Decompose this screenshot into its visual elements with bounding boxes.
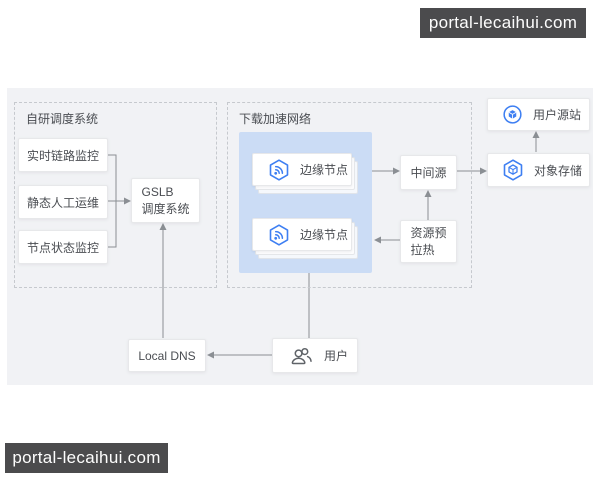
node-label: 边缘节点 [300,163,349,177]
hexagon-signal-icon [269,223,289,246]
node-object-storage: 对象存储 [487,153,590,187]
group-title-download: 下载加速网络 [239,112,312,126]
node-static-manual-ops: 静态人工运维 [18,185,108,219]
group-self-scheduling-system: 自研调度系统 [14,102,217,288]
prewarm-line1: 资源预 [410,225,447,240]
watermark-bar-top: portal-lecaihui.com [420,8,586,38]
watermark-bar-bottom: portal-lecaihui.com [5,443,168,473]
group-title-scheduling: 自研调度系统 [26,112,99,126]
hexagon-cube-icon [503,159,523,181]
node-resource-prewarm: 资源预 拉热 [400,220,457,263]
hexagon-signal-icon [269,158,289,181]
node-label: 节点状态监控 [26,240,99,255]
circle-cube-icon [503,105,522,124]
node-label: 实时链路监控 [26,148,99,163]
node-label: 静态人工运维 [26,195,99,210]
gslb-line1: GSLB [141,184,174,199]
node-user-origin: 用户源站 [487,98,590,131]
watermark-text-top: portal-lecaihui.com [428,13,578,32]
group-download-accel-network: 下载加速网络 [227,102,472,288]
node-realtime-link-monitor: 实时链路监控 [18,138,108,172]
node-edge-node-1: 边缘节点 [252,153,358,194]
node-local-dns: Local DNS [128,339,206,372]
gslb-line2: 调度系统 [141,201,190,216]
users-icon [291,347,312,364]
prewarm-line2: 拉热 [410,242,435,257]
node-status-monitor: 节点状态监控 [18,230,108,264]
node-mid-source: 中间源 [400,155,457,190]
node-label: 用户 [324,349,349,363]
node-user: 用户 [272,338,358,373]
node-label: 边缘节点 [300,228,349,242]
node-label: Local DNS [138,348,196,363]
node-label: 用户源站 [533,108,582,122]
watermark-text-bottom: portal-lecaihui.com [12,448,161,467]
node-label: 对象存储 [534,163,583,178]
node-edge-node-2: 边缘节点 [252,218,358,259]
node-gslb-scheduling: GSLB 调度系统 [131,178,200,223]
node-label: 中间源 [410,166,447,180]
